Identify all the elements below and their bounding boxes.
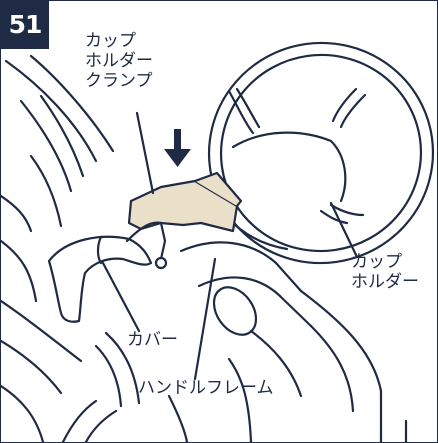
cup-holder-clamp-label-line: クランプ	[85, 71, 153, 91]
step-number-badge: 51	[1, 1, 49, 49]
cup-holder-clamp-label-line: ホルダー	[85, 51, 153, 71]
cup-holder-clamp	[127, 171, 243, 270]
cup-holder-label: カップ ホルダー	[351, 252, 419, 292]
cover-label-text: カバー	[127, 330, 178, 350]
cup-holder-label-line: ホルダー	[351, 272, 419, 292]
down-arrow-icon	[164, 129, 191, 167]
cover-label: カバー	[127, 330, 178, 350]
handle-frame-tube	[167, 241, 408, 442]
cup-holder-clamp-label: カップ ホルダー クランプ	[85, 31, 153, 91]
cover-lever	[47, 221, 163, 323]
cup-holder-label-line: カップ	[351, 252, 402, 272]
handle-frame-label-text: ハンドルフレーム	[138, 378, 274, 398]
stroller-body	[1, 54, 141, 442]
leader-lines	[101, 111, 359, 381]
cup-holder-clamp-label-line: カップ	[85, 31, 136, 51]
cup-holder	[207, 41, 435, 265]
handle-frame-label: ハンドルフレーム	[138, 378, 274, 398]
